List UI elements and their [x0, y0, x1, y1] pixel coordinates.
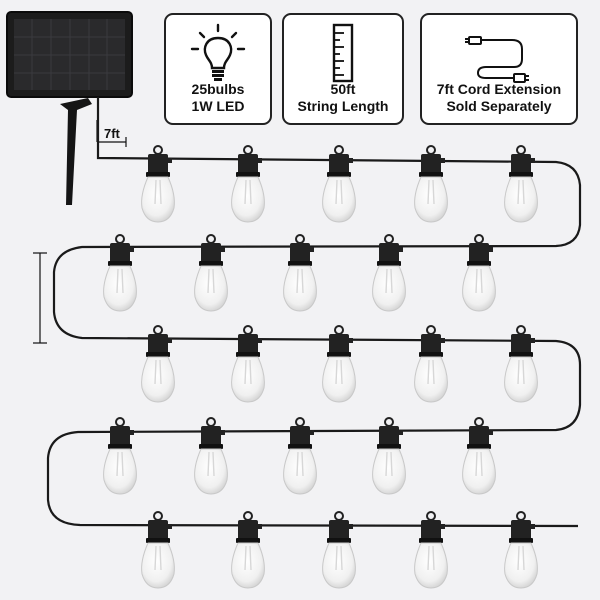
feature-card-cord: 7ft Cord Extension Sold Separately: [420, 13, 578, 125]
light-bulb-icon: [166, 21, 270, 83]
bulb: [141, 511, 175, 589]
bulb: [141, 145, 175, 223]
bulb: [194, 417, 228, 495]
bulb: [283, 417, 317, 495]
bulb: [414, 145, 448, 223]
bulb: [194, 234, 228, 312]
ruler-icon: [284, 21, 402, 83]
bulb: [504, 325, 538, 403]
bulb: [372, 417, 406, 495]
bulb: [231, 511, 265, 589]
cord-icon: [422, 21, 576, 83]
bulb-group: [103, 145, 538, 589]
feature-card-length: 50ft String Length: [282, 13, 404, 125]
row-spacing-label: 20inch: [0, 283, 2, 325]
bulb: [283, 234, 317, 312]
row-spacing-marker: [33, 252, 47, 344]
bulb: [322, 511, 356, 589]
bulb: [504, 511, 538, 589]
feature-length-line1: 50ft: [330, 81, 356, 97]
feature-bulbs-line2: 1W LED: [191, 98, 245, 114]
bulb: [231, 325, 265, 403]
cord-length-label: 7ft: [104, 126, 120, 141]
bulb: [462, 234, 496, 312]
feature-length-line2: String Length: [297, 98, 389, 114]
ground-stake: [60, 98, 92, 205]
bulb: [504, 145, 538, 223]
bulb: [322, 325, 356, 403]
feature-card-bulbs: 25bulbs 1W LED: [164, 13, 272, 125]
feature-cord-line2: Sold Separately: [446, 98, 552, 114]
bulb: [322, 145, 356, 223]
bulb: [372, 234, 406, 312]
bulb: [141, 325, 175, 403]
bulb: [414, 511, 448, 589]
bulb: [103, 234, 137, 312]
bulb: [462, 417, 496, 495]
bulb: [231, 145, 265, 223]
bulb: [103, 417, 137, 495]
feature-bulbs-line1: 25bulbs: [191, 81, 245, 97]
wire: [46, 97, 582, 528]
solar-panel: [6, 11, 133, 98]
bulb: [414, 325, 448, 403]
feature-cord-line1: 7ft Cord Extension: [436, 81, 562, 97]
